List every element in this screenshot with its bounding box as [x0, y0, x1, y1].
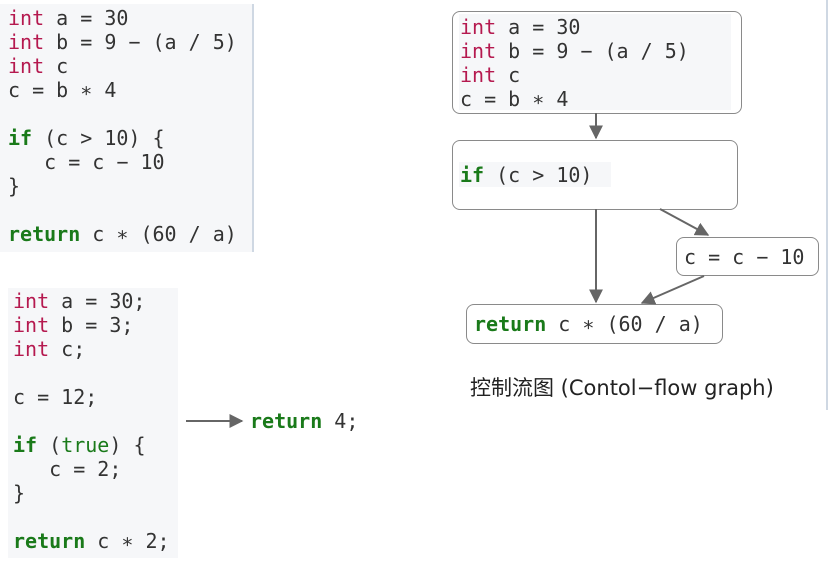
code-text: a = 30: [44, 6, 129, 30]
code-keyword: int: [460, 63, 497, 87]
code-text: c: [44, 54, 69, 78]
cfg-then-line: c = c − 10: [684, 245, 804, 269]
code-keyword: if: [460, 163, 485, 187]
cfg-condition-line: if (c > 10): [460, 163, 592, 187]
code-keyword: int: [8, 54, 45, 78]
code-keyword: return: [13, 529, 86, 553]
code-text: c = c − 10: [684, 245, 805, 269]
code-keyword: if: [8, 126, 33, 150]
code-text: b = 9 − (a / 5): [44, 30, 237, 54]
code-keyword: return: [474, 312, 547, 336]
optimized-code-line: c = 12;: [13, 385, 170, 409]
cfg-entry-line: int b = 9 − (a / 5): [460, 39, 689, 63]
optimized-code-line: int c;: [13, 337, 170, 361]
original-code-line: int c: [8, 54, 237, 78]
original-code-line: int a = 30: [8, 6, 237, 30]
original-code-panel: [0, 4, 254, 252]
code-text: ) {: [109, 433, 146, 457]
optimized-code-block: int a = 30;int b = 3;int c;c = 12;if (tr…: [13, 289, 170, 553]
optimized-code-line: if (true) {: [13, 433, 170, 457]
code-text: (c > 10) {: [32, 126, 165, 150]
original-code-line: int b = 9 − (a / 5): [8, 30, 237, 54]
original-code-line: return c ∗ (60 / a): [8, 222, 237, 246]
code-text: a = 30: [496, 15, 581, 39]
optimized-code-line: c = 2;: [13, 457, 170, 481]
code-keyword: int: [460, 15, 497, 39]
original-code-line: c = b ∗ 4: [8, 78, 237, 102]
cfg-entry-line: c = b ∗ 4: [460, 87, 689, 111]
code-text: c = b ∗ 4: [8, 78, 117, 102]
code-text: c = c − 10: [8, 150, 165, 174]
cfg-entry-line: int c: [460, 63, 689, 87]
code-text: a = 30;: [49, 289, 146, 313]
code-text: (: [37, 433, 62, 457]
code-text: b = 3;: [49, 313, 134, 337]
cfg-node-then-code: c = c − 10: [684, 245, 804, 269]
optimized-code-line: return c ∗ 2;: [13, 529, 170, 553]
code-text: c ∗ (60 / a): [80, 222, 237, 246]
code-keyword: int: [13, 289, 50, 313]
code-text: }: [13, 481, 26, 505]
code-text: c;: [49, 337, 86, 361]
code-keyword: return: [250, 409, 323, 433]
original-code-line: }: [8, 174, 237, 198]
code-text: c = 2;: [13, 457, 122, 481]
code-keyword: return: [8, 222, 81, 246]
code-keyword: int: [8, 6, 45, 30]
optimized-code-line: }: [13, 481, 170, 505]
code-text: (c > 10): [484, 163, 593, 187]
panel-edge: [252, 4, 254, 252]
code-text: 4;: [322, 409, 359, 433]
cfg-node-then: [676, 237, 819, 276]
cfg-return-line: return c ∗ (60 / a): [474, 312, 703, 336]
cfg-node-condition-code-bg: [459, 162, 611, 187]
code-text: c = b ∗ 4: [460, 87, 569, 111]
code-text: }: [8, 174, 21, 198]
code-keyword: int: [13, 337, 50, 361]
code-keyword: int: [13, 313, 50, 337]
cfg-node-return-code: return c ∗ (60 / a): [474, 312, 703, 336]
result-code-line: return 4;: [250, 409, 358, 433]
cfg-caption: 控制流图 (Contol−flow graph): [470, 376, 774, 400]
edge-condition-to-then: [659, 208, 710, 236]
code-text: b = 9 − (a / 5): [496, 39, 689, 63]
cfg-node-condition-code: if (c > 10): [460, 163, 592, 187]
code-keyword: true: [61, 433, 110, 457]
cfg-node-return: [466, 304, 723, 344]
code-text: c ∗ (60 / a): [546, 312, 703, 336]
result-code-block: return 4;: [250, 409, 358, 433]
code-text: c = 12;: [13, 385, 98, 409]
edge-then-to-return: [640, 275, 705, 305]
optimized-code-line: int b = 3;: [13, 313, 170, 337]
cfg-node-entry-code-bg: [459, 14, 731, 110]
optimized-code-panel: [8, 288, 178, 558]
code-keyword: if: [13, 433, 38, 457]
code-text: c: [496, 63, 521, 87]
optimized-code-line: int a = 30;: [13, 289, 170, 313]
cfg-entry-line: int a = 30: [460, 15, 689, 39]
code-text: c ∗ 2;: [85, 529, 170, 553]
code-keyword: int: [460, 39, 497, 63]
original-code-line: if (c > 10) {: [8, 126, 237, 150]
original-code-line: c = c − 10: [8, 150, 237, 174]
code-keyword: int: [8, 30, 45, 54]
